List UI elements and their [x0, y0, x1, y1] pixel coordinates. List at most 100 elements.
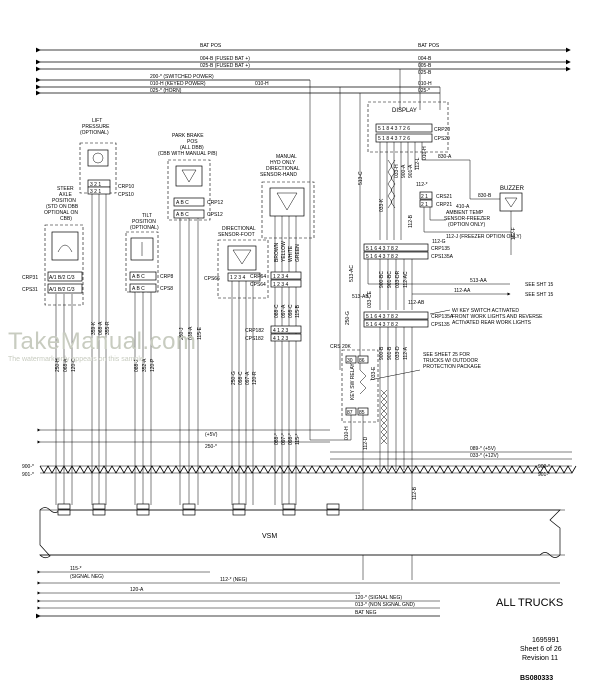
- svg-text:033-CE: 033-CE: [367, 290, 373, 308]
- svg-text:088-C: 088-C: [274, 304, 280, 318]
- buzzer-label: BUZZER: [500, 186, 525, 192]
- color-yellow: YELLOW: [281, 241, 287, 262]
- svg-text:088-*: 088-*: [274, 433, 280, 445]
- svg-text:112-L: 112-L: [415, 157, 421, 170]
- crp135-label: CRP135: [431, 246, 450, 252]
- w025-label: 025-* (HORN): [150, 88, 182, 94]
- svg-text:CRP20: CRP20: [434, 127, 450, 133]
- w120a-label: 120-A: [130, 587, 144, 593]
- svg-text:112-B: 112-B: [412, 486, 418, 500]
- svg-text:5 1 6 4 3 7 8 2: 5 1 6 4 3 7 8 2: [366, 246, 398, 252]
- crs21-label: CRS21: [436, 194, 452, 200]
- all-trucks-label: ALL TRUCKS: [496, 597, 563, 609]
- svg-text:900-BC: 900-BC: [379, 271, 385, 288]
- vertical-drops: [309, 62, 441, 440]
- vsm-pin-block: [182, 509, 196, 516]
- svg-text:097-*: 097-*: [281, 433, 287, 445]
- vsm-label: VSM: [262, 533, 277, 540]
- relay-label: KEY SW RELAY: [350, 363, 356, 400]
- display-module: DISPLAY 5 1 8 4 3 7 2 6 5 1 8 4 3 7 2 6 …: [358, 101, 470, 240]
- svg-text:068-A: 068-A: [188, 326, 194, 340]
- top-bus: BAT POS BAT POS 004-B (FUSED BAT +) 004-…: [36, 43, 571, 96]
- svg-text:A B C: A B C: [132, 286, 145, 292]
- signeg-label: (SIGNAL NEG): [70, 574, 104, 580]
- pressure-switch-icon: [87, 149, 109, 167]
- svg-text:830-B: 830-B: [478, 193, 492, 199]
- svg-text:033-DR: 033-DR: [395, 270, 401, 288]
- vsm-pin-block: [282, 503, 296, 510]
- svg-text:900-A: 900-A: [401, 164, 407, 178]
- key-switch-relay: CRS 20K 30 86 87 85 KEY SW RELAY SEE SHE…: [310, 344, 482, 580]
- w089-label: 089-* (+5V): [470, 446, 496, 452]
- buzzer: BUZZER 830-B 112-F: [469, 160, 525, 255]
- w004b-right: 004-B: [418, 56, 432, 62]
- svg-text:115-*: 115-*: [295, 433, 301, 445]
- connector-135a: 5 1 6 4 3 7 8 2 5 1 6 4 3 7 8 2 CRP135A …: [363, 308, 543, 580]
- crp64-label: CRP64: [250, 274, 266, 280]
- w004b-label: 004-B (FUSED BAT +): [200, 56, 250, 62]
- vsm-pin-block: [326, 509, 340, 516]
- svg-text:250-G: 250-G: [231, 371, 237, 385]
- freezer-label: 112-J (FREEZER OPTION ONLY): [446, 234, 522, 240]
- svg-text:112-A: 112-A: [403, 346, 409, 360]
- svg-text:115-B: 115-B: [295, 304, 301, 318]
- svg-text:5 1 6 4 3 7 8 2: 5 1 6 4 3 7 8 2: [366, 314, 398, 320]
- cps20-label: CPS20: [434, 136, 450, 142]
- watermark-note: The watermark only appears on this sampl…: [8, 356, 144, 363]
- w120-label: 120-* (SIGNAL NEG): [355, 595, 402, 601]
- cps66-label: CPS66: [204, 276, 220, 282]
- cps135-label: CPS135: [431, 322, 450, 328]
- cps8-label: CPS8: [160, 286, 173, 292]
- svg-text:112-B: 112-B: [408, 214, 414, 228]
- bottom-rails: 115-* (SIGNAL NEG) 112-* (NEG) 120-A 120…: [36, 566, 563, 619]
- svg-text:112-AC: 112-AC: [403, 271, 409, 288]
- vsm-pins: [57, 503, 340, 516]
- svg-text:250-H: 250-H: [55, 358, 61, 372]
- w013-label: 013-* (NON SIGNAL GND): [355, 602, 415, 608]
- color-white: WHITE: [288, 245, 294, 262]
- vsm-pin-block: [232, 503, 246, 510]
- svg-text:4 1 2 3: 4 1 2 3: [273, 328, 289, 334]
- crp12-label: CRP12: [207, 200, 223, 206]
- foot-sensor-icon: [227, 245, 257, 271]
- bat-pos-right: BAT POS: [418, 43, 440, 49]
- svg-text:5 1 6 4 3 7 8 2: 5 1 6 4 3 7 8 2: [366, 322, 398, 328]
- crp10-label: CRP10: [118, 184, 134, 190]
- svg-text:010-H: 010-H: [344, 426, 350, 440]
- w112neg-label: 112-* (NEG): [220, 577, 247, 583]
- steer-sensor-icon: [51, 231, 79, 261]
- bat-pos-label: BAT POS: [200, 43, 222, 49]
- w115-label: 115-*: [70, 566, 82, 572]
- crp8-label: CRP8: [160, 274, 174, 280]
- svg-text:A B C: A B C: [176, 212, 189, 218]
- cps64-label: CPS64: [250, 282, 266, 288]
- svg-text:250-J: 250-J: [179, 327, 185, 340]
- svg-text:86: 86: [359, 358, 365, 364]
- cps31-label: CPS31: [22, 287, 38, 293]
- svg-text:901-B: 901-B: [387, 346, 393, 360]
- buzzer-icon: [499, 192, 523, 212]
- cps182-label: CPS182: [245, 336, 264, 342]
- cps135a-label: CPS135A: [431, 254, 454, 260]
- vsm-pin-block: [92, 503, 106, 510]
- see-sht15-a: SEE SHT 15: [525, 282, 553, 288]
- vsm-pin-block: [136, 509, 150, 516]
- svg-text:2 1: 2 1: [421, 202, 428, 208]
- vsm-pin-block: [232, 509, 246, 516]
- svg-text:112-*: 112-*: [416, 182, 428, 188]
- park-brake-switch-icon: [175, 165, 203, 187]
- svg-text:3 2 1: 3 2 1: [90, 182, 101, 188]
- vsm-pin-block: [282, 509, 296, 516]
- svg-text:112-G: 112-G: [432, 239, 446, 245]
- svg-text:120-C: 120-C: [71, 358, 77, 372]
- svg-text:033-H: 033-H: [394, 164, 400, 178]
- svg-text:900-B: 900-B: [379, 346, 385, 360]
- svg-text:1 2 3 4: 1 2 3 4: [273, 282, 289, 288]
- vsm-pin-block: [136, 503, 150, 510]
